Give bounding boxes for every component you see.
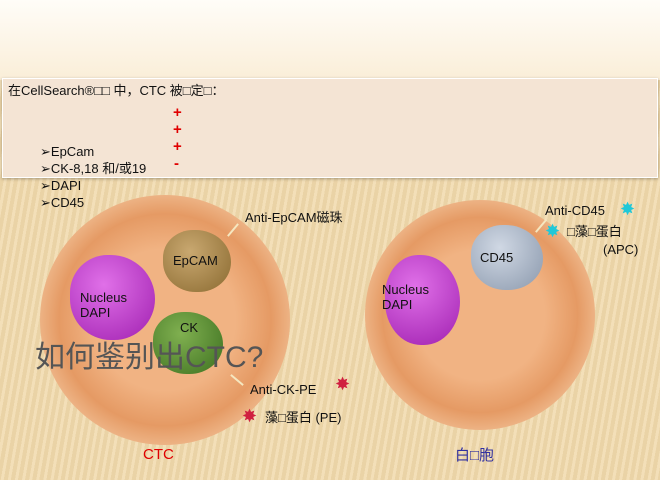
epcam-label: EpCAM (173, 253, 218, 268)
sign-cd45: - (174, 155, 179, 172)
ck-protein (153, 312, 223, 374)
marker-epcam: ➢EpCam (40, 144, 95, 159)
apc-abbrev: (APC) (603, 242, 639, 257)
marker-label: DAPI (50, 178, 82, 193)
sign-dapi: + (173, 138, 182, 155)
criteria-intro: 在CellSearch®□□ 中，CTC 被□定□： (8, 83, 225, 98)
dapi-text: DAPI (80, 305, 111, 320)
criteria-box (2, 78, 658, 178)
nucleus-text: Nucleus (80, 290, 127, 305)
nucleus-text: Nucleus (382, 282, 429, 297)
slide-title: 如何鉴别出CTC? (35, 341, 264, 374)
ctc-caption: CTC (143, 446, 174, 463)
epcam-protein (163, 230, 231, 292)
pe-burst-icon: ✸ (335, 374, 351, 394)
anti-epcam-label: Anti-EpCAM磁珠 (245, 210, 343, 225)
cd45-protein (471, 225, 543, 290)
marker-cd45: ➢CD45 (40, 195, 85, 210)
marker-label: CD45 (50, 195, 85, 210)
ctc-nucleus (70, 255, 155, 340)
cd45-label: CD45 (480, 250, 514, 265)
header-band (0, 0, 660, 80)
dapi-text: DAPI (382, 297, 413, 312)
ck-label: CK (180, 320, 199, 335)
apc-label: □藻□蛋白 (567, 224, 622, 239)
apc-burst-icon: ✸ (545, 221, 561, 241)
apc-burst-icon: ✸ (620, 199, 636, 219)
anti-ck-label: Anti-CK-PE (250, 382, 317, 397)
pe-burst-icon: ✸ (242, 406, 258, 426)
anti-cd45-label: Anti-CD45 (545, 203, 605, 218)
marker-label: CK-8,18 和/或19 (50, 161, 147, 176)
marker-ck: ➢CK-8,18 和/或19 (40, 161, 147, 176)
sign-epcam: + (173, 104, 182, 121)
sign-ck: + (173, 121, 182, 138)
pe-label: 藻□蛋白 (PE) (265, 410, 342, 425)
marker-dapi: ➢DAPI (40, 178, 82, 193)
marker-label: EpCam (50, 144, 95, 159)
wbc-nucleus (385, 255, 460, 345)
wbc-caption: 白□胞 (455, 447, 495, 464)
